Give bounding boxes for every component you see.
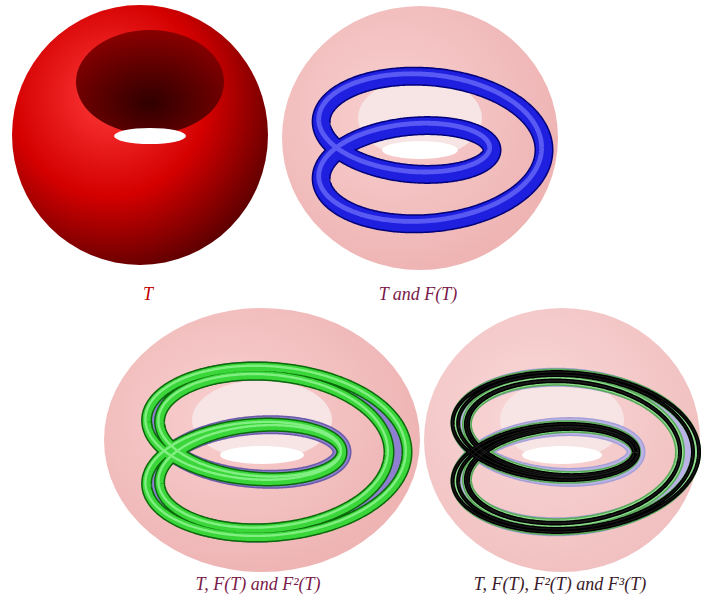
torus-panel: [282, 6, 558, 270]
torus-panel: [104, 308, 420, 572]
image-curve: [453, 372, 699, 532]
image-tube: [319, 74, 544, 224]
torus-opening: [522, 446, 602, 464]
tube-edge: [453, 372, 699, 532]
torus-opening: [114, 128, 186, 144]
torus-body: [104, 308, 420, 572]
panel-caption: T, F(T) and F²(T): [192, 574, 323, 596]
torus-opening: [220, 446, 304, 464]
torus-body: [282, 6, 558, 270]
tube-body: [453, 372, 699, 532]
torus-body: [424, 308, 700, 572]
tube-highlight: [145, 366, 405, 536]
image-tube: [145, 366, 407, 537]
panel-caption: T and F(T): [376, 284, 461, 306]
torus-body: [12, 5, 268, 265]
solid-torus: [12, 5, 268, 265]
torus-opening: [382, 141, 458, 159]
solenoid-curves: [145, 74, 699, 537]
panel-caption: T: [140, 284, 156, 306]
torus-hole: [76, 30, 224, 134]
tube-edge: [147, 367, 407, 537]
tube-highlight: [319, 74, 542, 222]
panel-caption: T, F(T), F²(T) and F³(T): [471, 574, 649, 596]
torus-panel: [424, 308, 700, 572]
tube-body: [147, 367, 407, 537]
